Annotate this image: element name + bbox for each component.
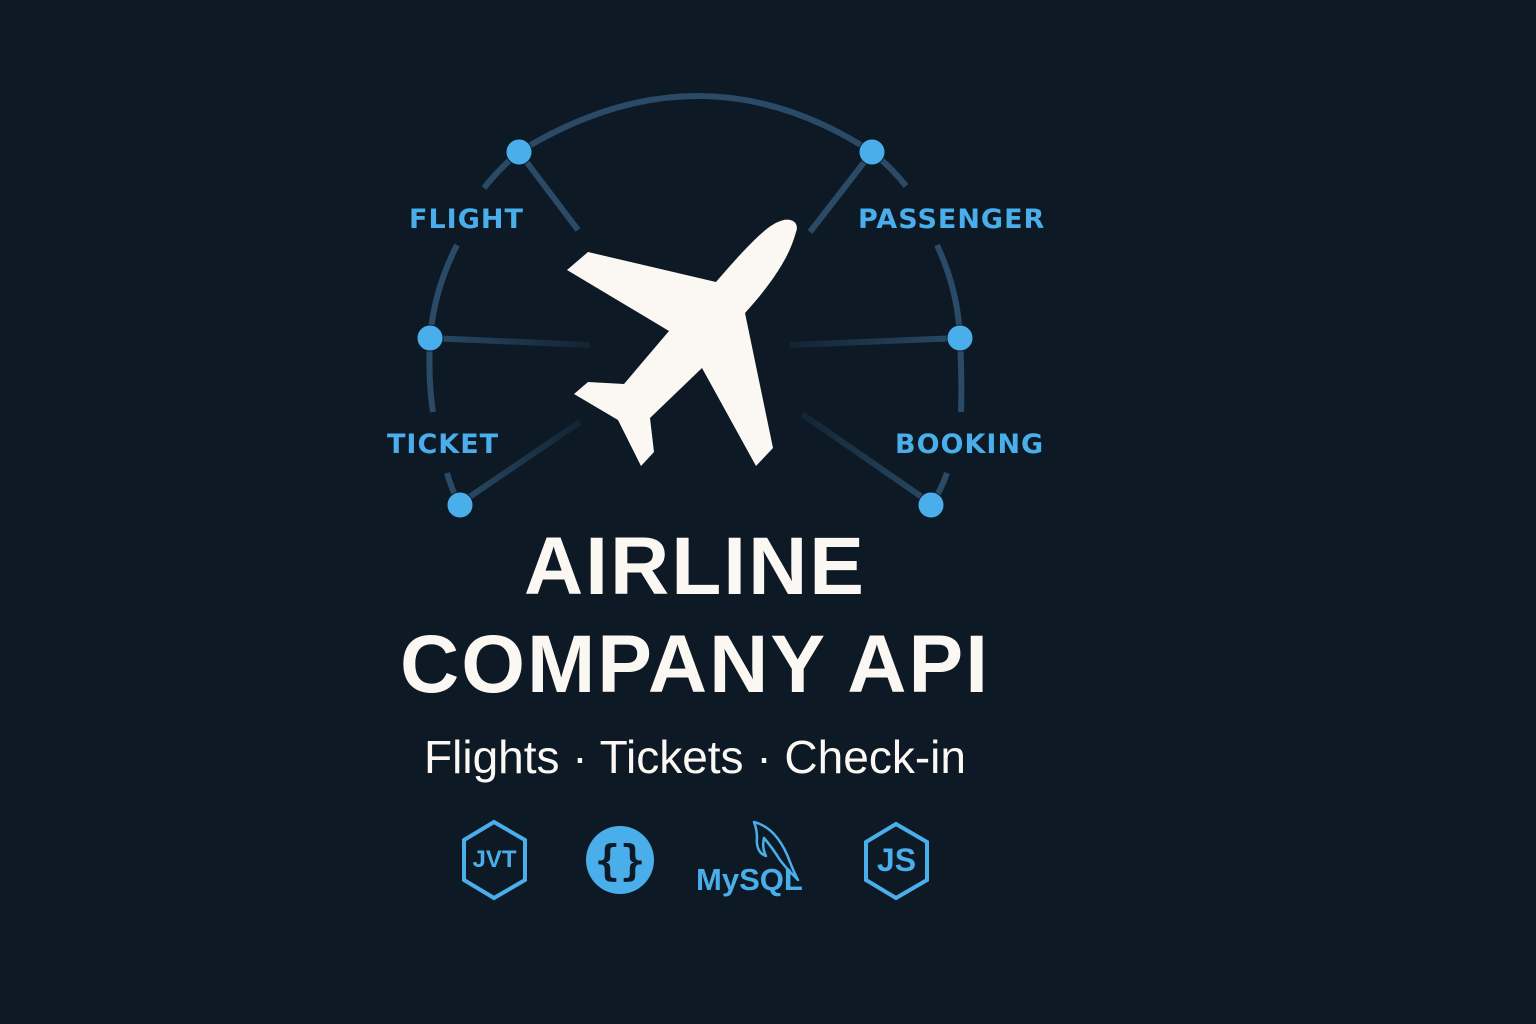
tech-mysql-label: MySQL: [696, 862, 803, 897]
node-label-flight: FLIGHT: [409, 204, 524, 235]
nodejs-hexagon-icon: [864, 821, 929, 901]
jwt-hexagon-icon: [462, 819, 527, 901]
spokes: [429, 150, 961, 507]
mysql-dolphin-icon: [752, 820, 800, 882]
page-title-line1: AIRLINE: [524, 521, 866, 612]
node-dot-flight: [505, 138, 533, 166]
node-dots: [416, 138, 974, 519]
node-dot-booking: [917, 491, 945, 519]
svg-text:{}: {}: [595, 836, 646, 885]
page-title-line2: COMPANY API: [400, 619, 990, 710]
node-label-passenger: PASSENGER: [858, 204, 1046, 235]
node-dot-ticket: [446, 491, 474, 519]
node-dot-right-mid: [946, 324, 974, 352]
node-dot-passenger: [858, 138, 886, 166]
tech-nodejs-label: JS: [876, 842, 917, 878]
tech-jwt-label: JVT: [472, 846, 517, 873]
node-label-ticket: TICKET: [387, 429, 500, 460]
node-dot-left-mid: [416, 324, 444, 352]
airplane-icon: [567, 219, 797, 466]
subtitle: Flights · Tickets · Check-in: [424, 731, 966, 783]
node-label-booking: BOOKING: [895, 429, 1045, 460]
json-braces-icon: {}: [586, 826, 654, 894]
